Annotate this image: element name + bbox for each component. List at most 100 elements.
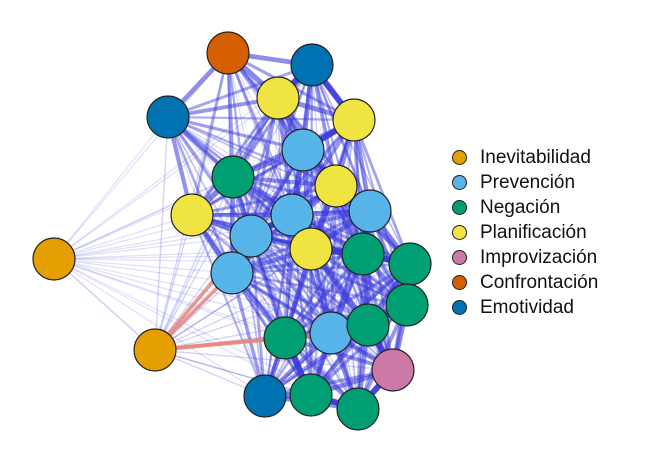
network-edge xyxy=(154,248,312,351)
network-node xyxy=(211,155,255,199)
network-node xyxy=(289,373,333,417)
network-edge xyxy=(154,97,279,351)
legend-label: Confrontación xyxy=(480,271,599,293)
network-edge xyxy=(154,214,193,351)
network-edge xyxy=(53,210,371,260)
network-edge xyxy=(53,235,252,260)
network-node xyxy=(332,98,376,142)
network-node xyxy=(210,251,254,295)
network-node xyxy=(229,214,273,258)
network-edge xyxy=(167,116,359,410)
legend-item: Negación xyxy=(452,195,598,220)
network-node xyxy=(385,283,429,327)
network-edge xyxy=(154,349,312,396)
legend-dot xyxy=(452,300,467,315)
network-node xyxy=(133,328,177,372)
legend-dot xyxy=(452,200,467,215)
network-edge xyxy=(249,234,370,327)
legend-label: Inevitabilidad xyxy=(480,146,591,168)
legend-item: Emotividad xyxy=(452,295,598,320)
network-edge xyxy=(310,63,372,213)
legend-item: Confrontación xyxy=(452,270,598,295)
legend-dot xyxy=(452,250,467,265)
network-node xyxy=(388,242,432,286)
network-edge xyxy=(154,176,234,351)
network-edge xyxy=(166,63,314,119)
network-edge xyxy=(249,234,267,398)
network-edge xyxy=(335,185,359,410)
network-edge xyxy=(231,175,372,213)
network-edge xyxy=(167,116,286,339)
network-edge xyxy=(226,51,253,238)
network-edge xyxy=(232,176,266,397)
network-edge xyxy=(329,184,338,335)
network-edge xyxy=(154,116,169,351)
legend-dot xyxy=(452,225,467,240)
network-edge xyxy=(191,214,359,410)
network-node xyxy=(146,95,190,139)
legend-label: Prevención xyxy=(480,171,576,193)
network-edge xyxy=(231,63,314,179)
network-edge xyxy=(190,51,230,217)
network-edge xyxy=(232,176,312,396)
legend-dot xyxy=(452,150,467,165)
network-edge xyxy=(166,115,305,152)
network-edge xyxy=(154,253,364,351)
network-edge xyxy=(263,368,395,398)
network-node xyxy=(281,128,325,172)
network-node xyxy=(270,193,314,237)
network-edge xyxy=(227,52,369,326)
legend-dot xyxy=(452,275,467,290)
network-node xyxy=(346,303,390,347)
network-edge xyxy=(53,248,312,260)
network-edge xyxy=(311,64,359,410)
network-nodes xyxy=(32,31,432,431)
network-node xyxy=(206,31,250,75)
network-edge xyxy=(53,258,156,351)
network-edge xyxy=(190,184,338,217)
network-node xyxy=(170,193,214,237)
network-edge xyxy=(227,52,286,339)
network-node xyxy=(309,311,353,355)
network-edge xyxy=(167,116,369,326)
network-node xyxy=(348,189,392,233)
network-edge xyxy=(53,97,279,260)
network-edge xyxy=(231,175,287,340)
legend-item: Inevitabilidad xyxy=(452,145,598,170)
network-edge xyxy=(53,52,229,260)
network-node xyxy=(263,316,307,360)
network-node xyxy=(336,387,380,431)
network-edge xyxy=(264,149,304,397)
network-edge xyxy=(263,213,294,398)
network-node xyxy=(290,43,334,87)
network-edge xyxy=(310,185,337,396)
network-node xyxy=(371,348,415,392)
legend-label: Emotividad xyxy=(480,296,574,318)
network-edge xyxy=(302,149,359,410)
network-edge xyxy=(53,214,193,260)
network-edge xyxy=(166,115,338,188)
network-node xyxy=(314,164,358,208)
network-node xyxy=(243,374,287,418)
network-edge xyxy=(330,119,355,334)
legend-label: Planificación xyxy=(480,221,587,243)
network-edge xyxy=(352,118,412,266)
network-edge xyxy=(154,349,394,371)
network-edge xyxy=(352,118,365,256)
legend-item: Planificación xyxy=(452,220,598,245)
network-node xyxy=(256,76,300,120)
network-node xyxy=(289,227,333,271)
network-edge xyxy=(53,176,234,260)
network-edge xyxy=(53,258,286,339)
legend-dot xyxy=(452,175,467,190)
legend: Inevitabilidad Prevención Negación Plani… xyxy=(452,145,598,320)
legend-item: Improvización xyxy=(452,245,598,270)
network-edge xyxy=(190,213,267,398)
network-edge xyxy=(264,185,337,397)
network-edge xyxy=(191,214,369,326)
network-edge xyxy=(53,258,233,274)
legend-label: Negación xyxy=(480,196,561,218)
network-edge xyxy=(191,214,312,396)
network-edge xyxy=(154,210,371,351)
